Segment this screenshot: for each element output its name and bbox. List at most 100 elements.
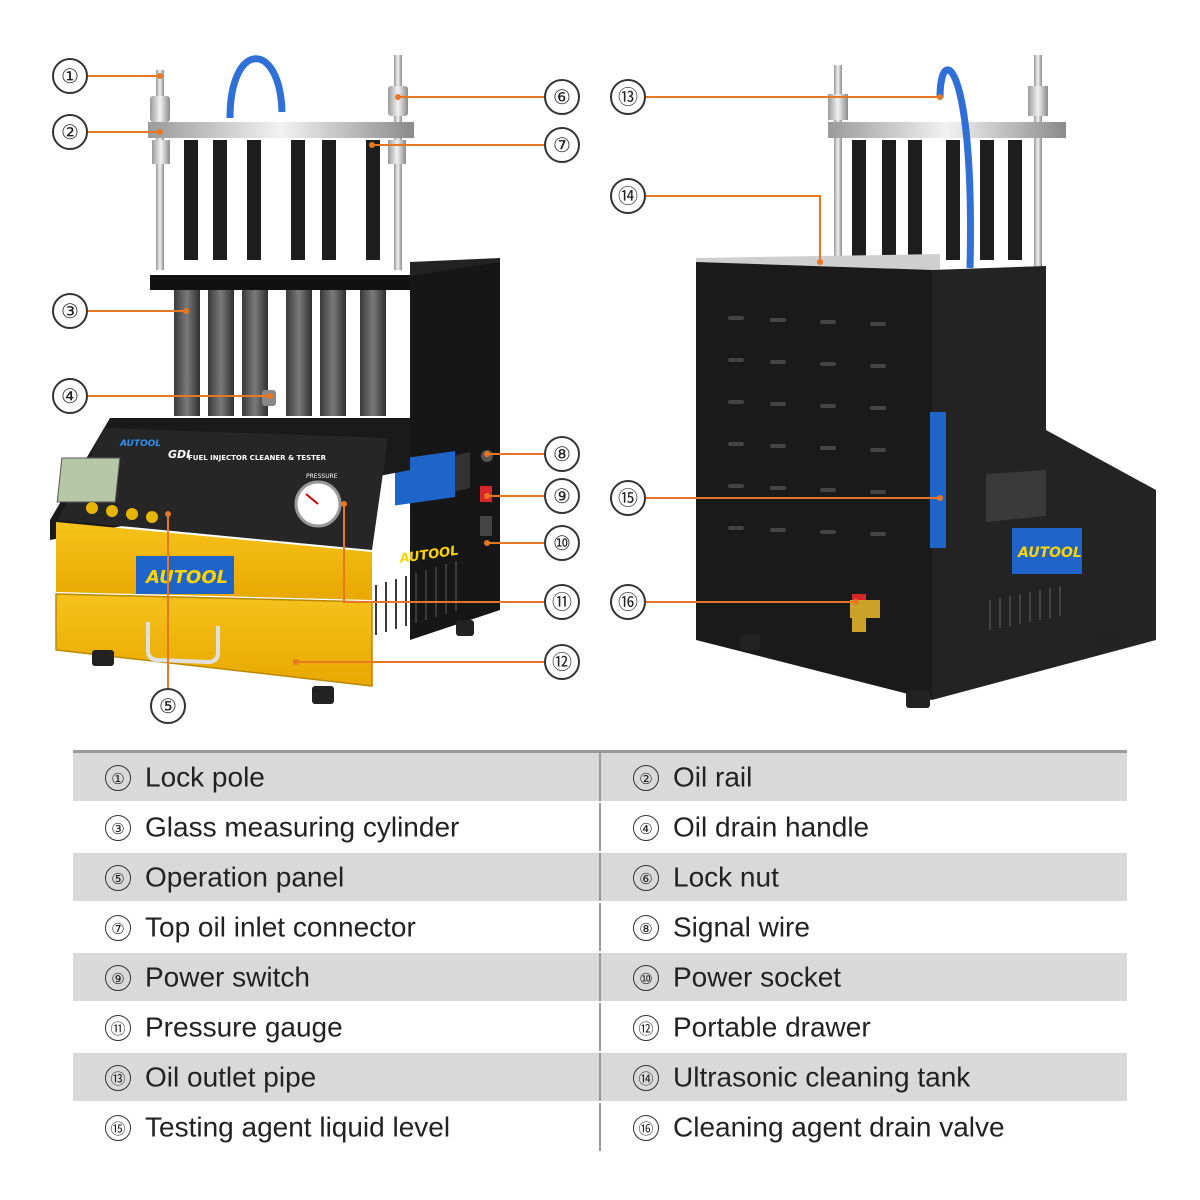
legend-cell-4: ④ Oil drain handle [600,802,1127,853]
injectors-front [184,140,380,260]
legend-number: ⑮ [105,1114,131,1141]
glass-measuring-cylinders [174,290,386,416]
lock-nut-rear-left [828,94,848,120]
legend-number: ⑬ [105,1064,131,1091]
legend-cell-12: ⑫ Portable drawer [600,1002,1127,1053]
legend-label: Lock nut [673,861,779,893]
callout-2: ② [52,114,163,150]
legend-label: Oil rail [673,761,753,793]
svg-text:⑯: ⑯ [618,590,638,614]
svg-text:②: ② [61,120,79,144]
svg-text:⑦: ⑦ [553,133,571,157]
legend-number: ⑪ [105,1014,131,1041]
legend-label: Pressure gauge [145,1011,343,1043]
callout-12: ⑫ [293,644,580,680]
legend-label: Power switch [145,961,310,993]
callout-1: ① [52,58,163,94]
oil-outlet-pipe [936,66,974,269]
legend-label: Lock pole [145,761,265,793]
legend-number: ⑫ [633,1014,659,1041]
testing-agent-liquid-level [930,412,946,548]
callout-8: ⑧ [484,436,580,472]
rear-view-machine: AUTOOL [696,55,1156,708]
legend-number: ⑨ [105,964,131,991]
legend-label: Testing agent liquid level [145,1111,451,1143]
legend-number: ⑯ [633,1114,659,1141]
legend-number: ⑩ [633,964,659,991]
legend-label: Portable drawer [673,1011,871,1043]
legend-number: ④ [633,814,659,841]
foot-front-right [456,620,474,636]
callout-10: ⑩ [484,525,580,561]
front-brand-badge [136,556,234,594]
foot-front-mid [312,686,334,704]
legend-row: ⑮ Testing agent liquid level ⑯ Cleaning ag… [73,1102,1127,1153]
oil-rail-rear [828,122,1066,138]
oil-hose [226,55,286,119]
rear-vents [728,316,886,536]
legend-label: Signal wire [673,911,810,943]
callout-7: ⑦ [369,127,580,163]
svg-text:⑥: ⑥ [553,85,571,109]
legend-label: Oil outlet pipe [145,1061,317,1093]
lock-pole-rear-left [834,65,842,265]
svg-text:①: ① [61,64,79,88]
rear-side-handle-slot [986,470,1046,522]
portable-drawer [55,593,373,687]
legend-label: Operation panel [145,861,345,893]
legend-number: ⑥ [633,864,659,891]
rear-brand-text: AUTOOL [1017,545,1082,561]
svg-text:⑪: ⑪ [552,590,572,614]
legend-number: ⑭ [633,1064,659,1091]
legend-row: ⑬ Oil outlet pipe ⑭ Ultrasonic cleaning ta… [73,1052,1127,1103]
power-socket [480,516,492,536]
svg-text:⑫: ⑫ [552,650,572,674]
legend-label: Oil drain handle [673,811,870,843]
legend-cell-9: ⑨ Power switch [73,952,601,1003]
callout-15: ⑮ [610,480,943,516]
drawer-handle [146,622,220,665]
legend-label: Ultrasonic cleaning tank [673,1061,971,1093]
legend-number: ③ [105,814,131,841]
callout-13: ⑬ [610,79,943,115]
svg-text:⑬: ⑬ [618,85,638,109]
legend-cell-15: ⑮ Testing agent liquid level [73,1102,601,1153]
callout-16: ⑯ [610,584,859,620]
legend-label: Cleaning agent drain valve [673,1111,1005,1143]
front-view-machine: AUTOOL AUTOOL GDI FUEL INJECTOR CLEANER … [50,55,500,704]
legend-cell-14: ⑭ Ultrasonic cleaning tank [600,1052,1127,1103]
callout-14: ⑭ [610,178,823,265]
legend-cell-10: ⑩ Power socket [600,952,1127,1003]
foot-rear-mid [906,690,930,708]
callout-11: ⑪ [341,501,580,620]
legend-cell-16: ⑯ Cleaning agent drain valve [600,1102,1127,1153]
lcd-screen [56,457,121,503]
rear-cabinet-face [696,262,932,700]
legend-label: Top oil inlet connector [145,911,416,943]
lock-nut-rear-right [1028,86,1048,116]
lock-pole-rear-right [1034,55,1042,275]
product-diagram: AUTOOL AUTOOL GDI FUEL INJECTOR CLEANER … [50,55,1156,724]
svg-text:⑩: ⑩ [553,531,571,555]
foot-rear-right [1100,632,1120,648]
panel-model: GDI [168,448,190,461]
injectors-rear [852,140,1022,260]
svg-text:⑤: ⑤ [159,694,177,718]
front-brand-text: AUTOOL [144,567,228,588]
legend-row: ⑨ Power switch ⑩ Power socket [73,952,1127,1003]
legend-cell-11: ⑪ Pressure gauge [73,1002,601,1053]
side-vents [375,561,457,635]
panel-title: FUEL INJECTOR CLEANER & TESTER [188,454,327,462]
legend-label: Power socket [673,961,842,993]
lock-pole-left [156,70,164,270]
lock-nut-lower-right [388,140,406,164]
callouts: ① ② ③ ④ ⑤ ⑥ [52,58,943,724]
